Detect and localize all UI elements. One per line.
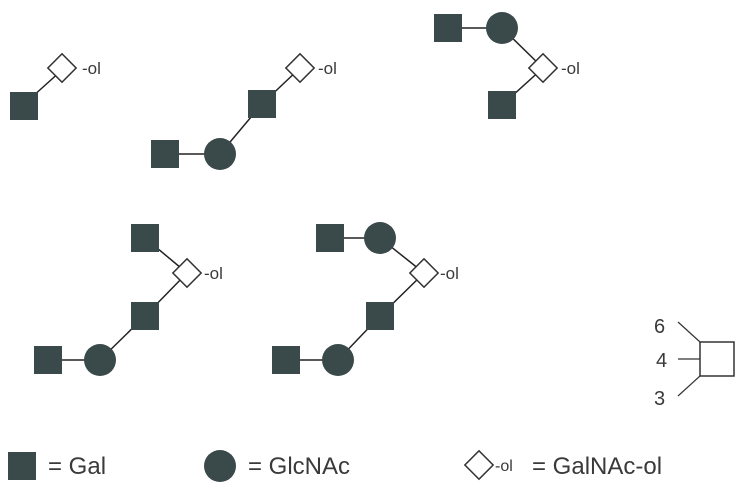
linkage-3-label: 3: [654, 388, 665, 410]
galnac-ol-residue: [284, 52, 316, 84]
glcnac-residue: [84, 344, 116, 376]
gal-residue: [248, 90, 276, 118]
legend-glcnac-label: = GlcNAc: [248, 453, 350, 480]
legend-galnac-ol-icon: [463, 449, 495, 481]
linkage-6-line: [677, 321, 701, 343]
galnac-ol-residue: [171, 257, 203, 289]
glcnac-residue: [204, 138, 236, 170]
gal-residue: [151, 140, 179, 168]
galnac-ol-residue: [46, 52, 78, 84]
glycan-structure-3: -ol: [434, 12, 580, 119]
glycan-structure-2: -ol: [151, 52, 337, 170]
gal-residue: [34, 346, 62, 374]
legend-gal-icon: [8, 452, 36, 480]
legend-ol-suffix: -ol: [495, 458, 513, 475]
linkage-key-square: [699, 341, 735, 377]
legend: = Gal = GlcNAc -ol = GalNAc-ol: [8, 449, 662, 482]
glycan-structure-1: -ol: [10, 52, 101, 120]
legend-glcnac-icon: [204, 450, 236, 482]
gal-residue: [10, 92, 38, 120]
gal-residue: [131, 302, 159, 330]
ol-label: -ol: [561, 59, 580, 78]
gal-residue: [366, 302, 394, 330]
gal-residue: [131, 224, 159, 252]
linkage-3-line: [677, 375, 701, 397]
glcnac-residue: [322, 344, 354, 376]
gal-residue: [488, 91, 516, 119]
linkage-4-label: 4: [656, 350, 667, 372]
glycan-structure-4: -ol: [34, 224, 223, 376]
glycan-structure-5: -ol: [272, 222, 459, 376]
ol-label: -ol: [318, 59, 337, 78]
gal-residue: [434, 14, 462, 42]
linkage-position-key: 6 4 3: [654, 316, 735, 410]
linkage-6-label: 6: [654, 316, 665, 338]
galnac-ol-residue: [408, 257, 440, 289]
ol-label: -ol: [82, 59, 101, 78]
glcnac-residue: [486, 12, 518, 44]
ol-label: -ol: [440, 264, 459, 283]
ol-label: -ol: [204, 264, 223, 283]
gal-residue: [316, 224, 344, 252]
galnac-ol-residue: [527, 52, 559, 84]
legend-galnac-ol-label: = GalNAc-ol: [532, 453, 662, 480]
glcnac-residue: [364, 222, 396, 254]
gal-residue: [272, 346, 300, 374]
legend-gal-label: = Gal: [48, 453, 106, 480]
